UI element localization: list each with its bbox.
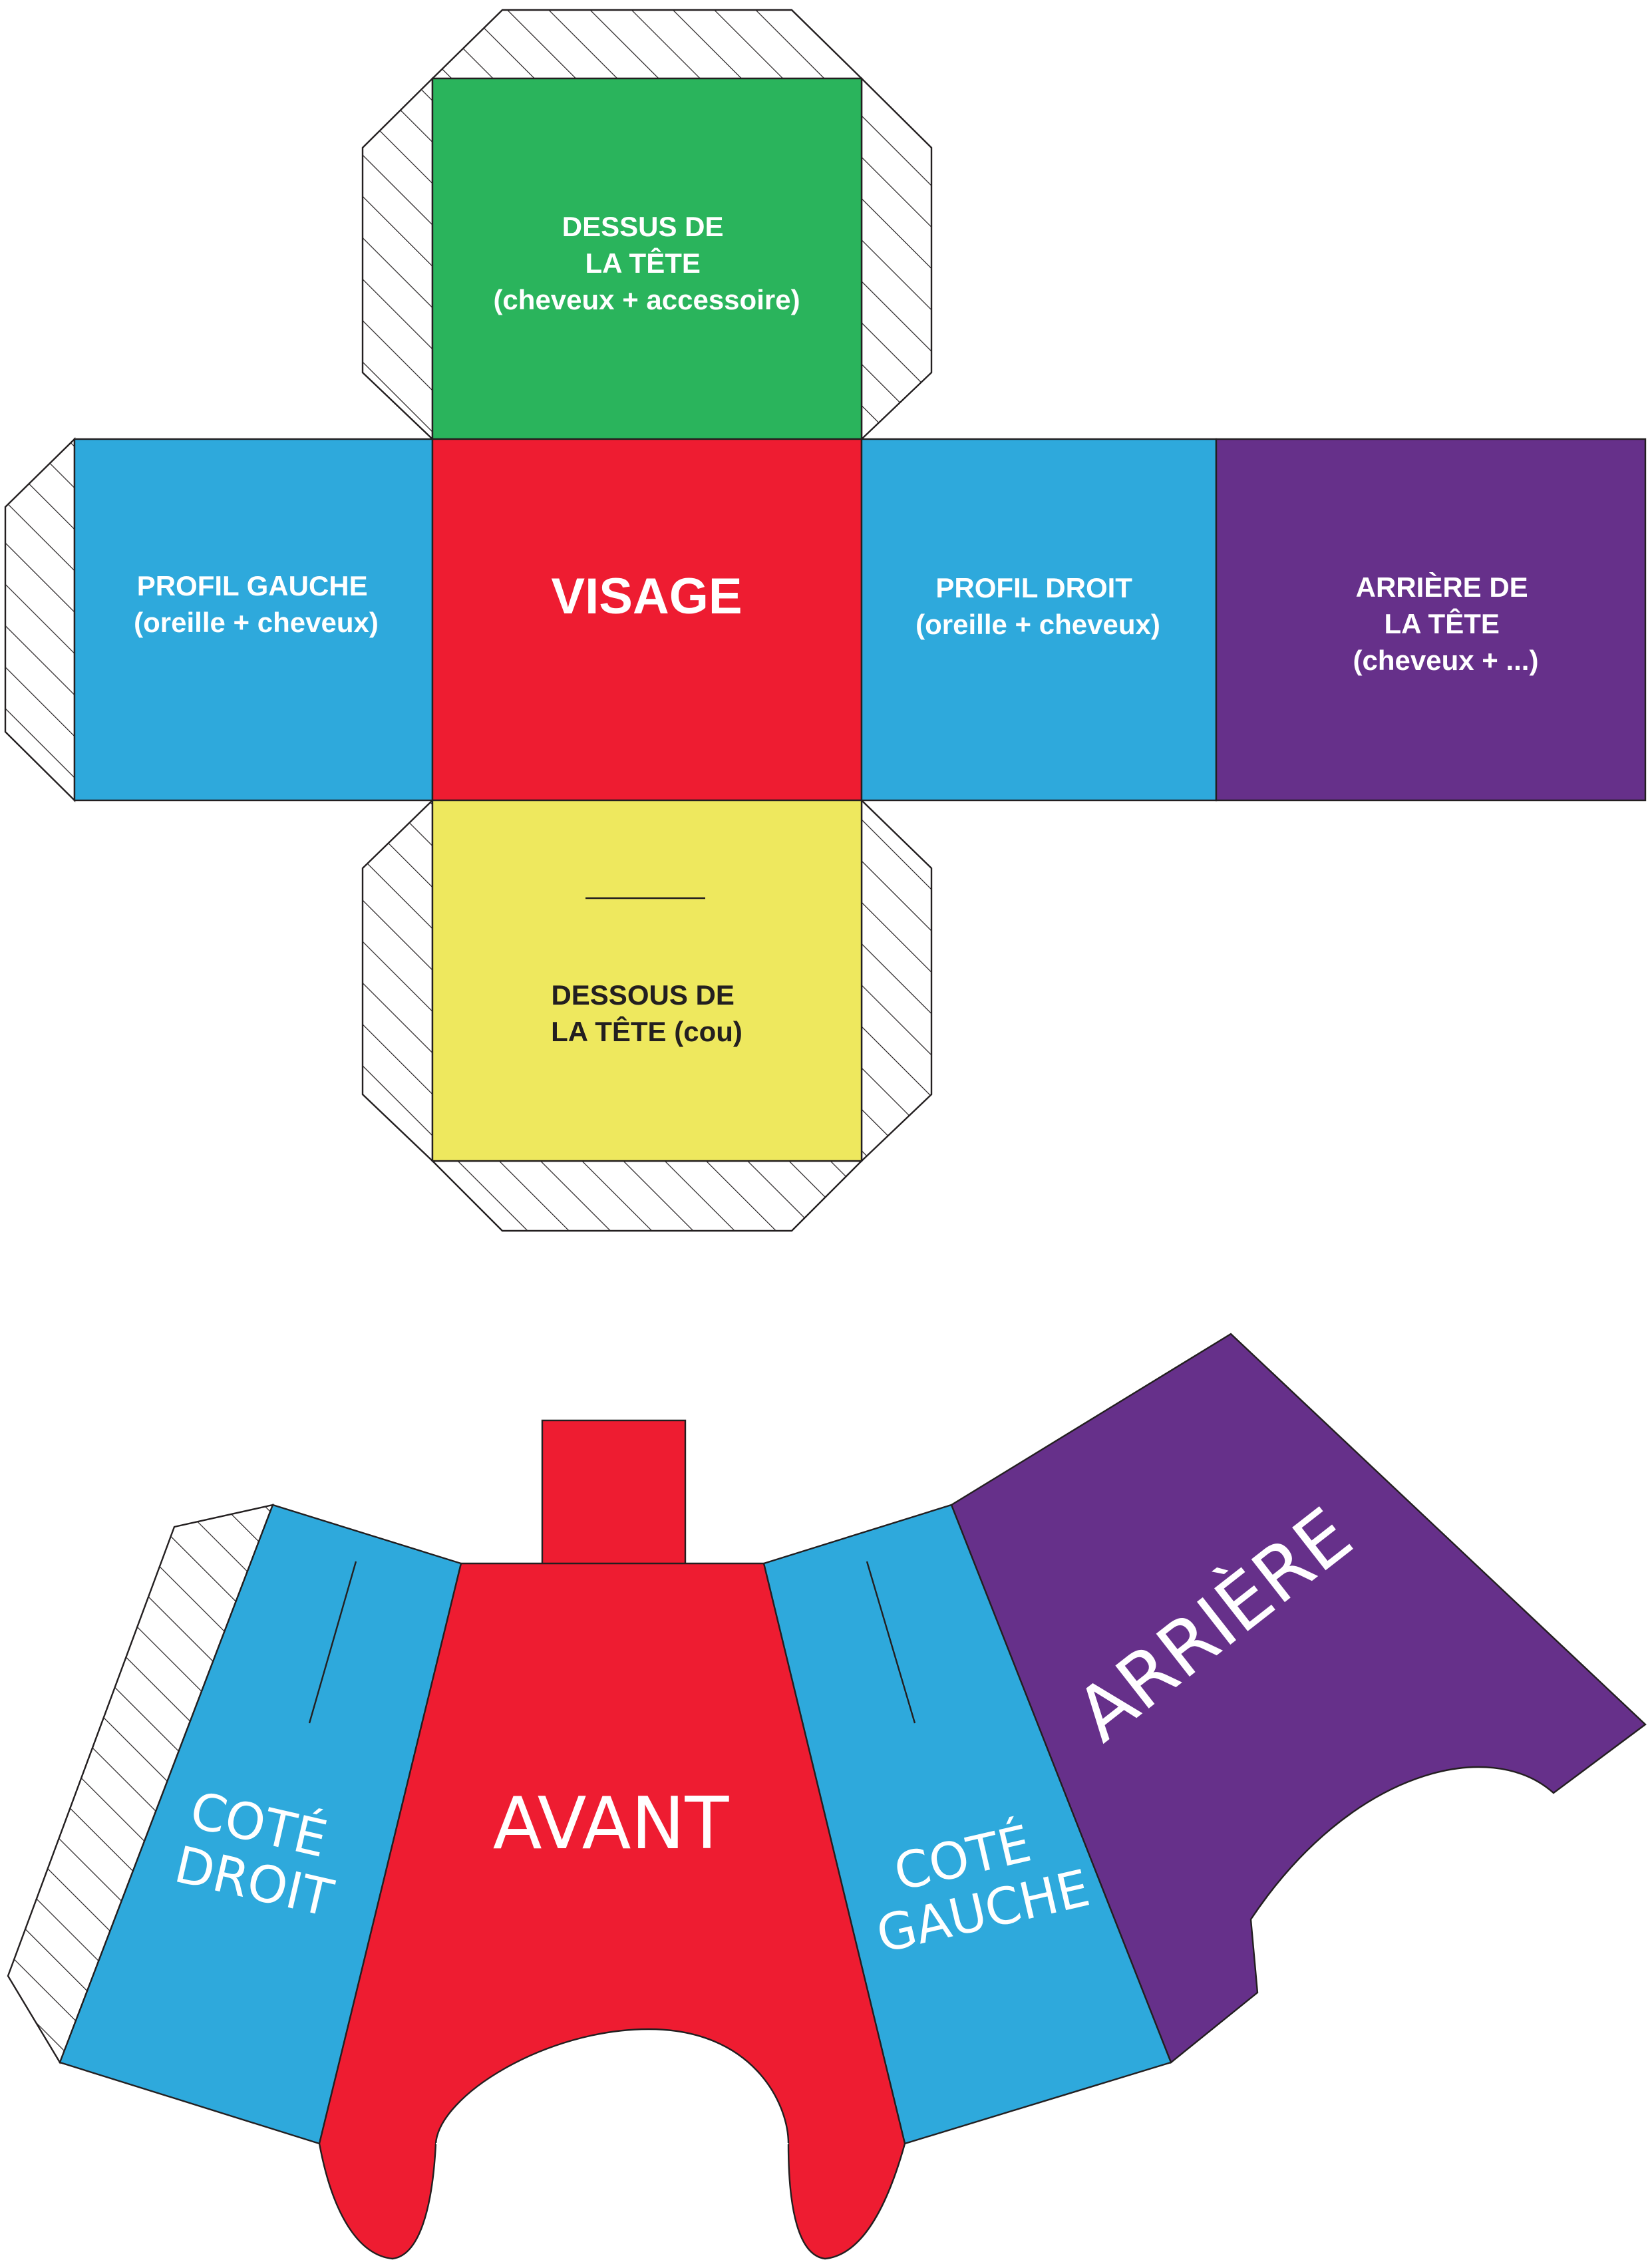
- panel-front: [318, 1562, 906, 2260]
- face-bottom-of-head: [431, 799, 863, 1162]
- glue-tab-bottom: [430, 1160, 864, 1232]
- front-label: AVANT: [493, 1782, 730, 1865]
- fold-line-right-side: [308, 1561, 357, 1724]
- face-back-of-head: [1215, 438, 1647, 802]
- glue-tab-left: [4, 437, 76, 802]
- face-right-profile: [860, 438, 1218, 802]
- visage-label: VISAGE: [551, 568, 742, 625]
- left-profile-label: PROFIL GAUCHE (oreille + cheveux): [134, 570, 379, 638]
- neck-tab: [541, 1419, 687, 1566]
- right-profile-label: PROFIL DROIT (oreille + cheveux): [915, 572, 1160, 640]
- bottom-label: DESSOUS DE LA TÊTE (cou): [551, 979, 742, 1047]
- head-cube-net: DESSUS DE LA TÊTE (cheveux + accessoire)…: [4, 9, 1647, 1232]
- glue-tab-top: [430, 9, 864, 80]
- glue-tab-bottom-left: [361, 798, 434, 1163]
- glue-tab-bottom-right: [860, 798, 933, 1163]
- face-left-profile: [73, 438, 434, 802]
- body-net: AVANT COTÉ DROIT COTÉ GAUCHE ARRIÈRE: [7, 1333, 1647, 2260]
- face-top-of-head: [431, 77, 863, 440]
- panel-back: [950, 1333, 1647, 2064]
- top-label: DESSUS DE LA TÊTE (cheveux + accessoire): [493, 211, 800, 315]
- fold-line-left-side: [866, 1561, 916, 1724]
- back-of-head-label: ARRIÈRE DE LA TÊTE (cheveux + ...): [1353, 571, 1539, 676]
- glue-tab-top-left: [361, 77, 434, 441]
- face-visage: [431, 438, 863, 802]
- glue-tab-top-right: [860, 77, 933, 441]
